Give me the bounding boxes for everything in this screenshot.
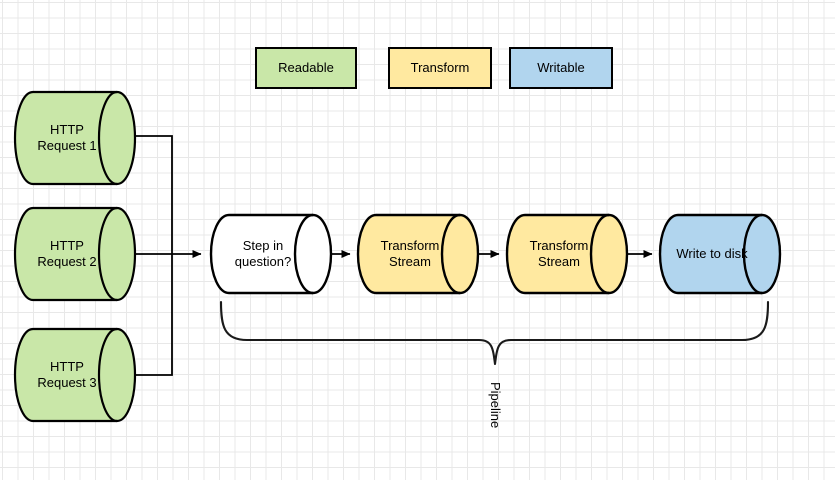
pipeline-cylinder-transform-stream-1[interactable]	[356, 213, 480, 295]
pipeline-cylinder-step-in-question[interactable]	[209, 213, 333, 295]
legend-box-readable[interactable]	[255, 47, 357, 89]
legend-box-transform[interactable]	[388, 47, 492, 89]
pipeline-brace	[219, 300, 770, 366]
connector-sources-merge	[135, 135, 202, 376]
legend-box-writable[interactable]	[509, 47, 613, 89]
source-cylinder-http-request-3[interactable]	[13, 327, 137, 423]
source-cylinder-http-request-2[interactable]	[13, 206, 137, 302]
pipeline-cylinder-write-to-disk[interactable]	[658, 213, 782, 295]
pipeline-cylinder-transform-stream-2[interactable]	[505, 213, 629, 295]
source-cylinder-http-request-1[interactable]	[13, 90, 137, 186]
